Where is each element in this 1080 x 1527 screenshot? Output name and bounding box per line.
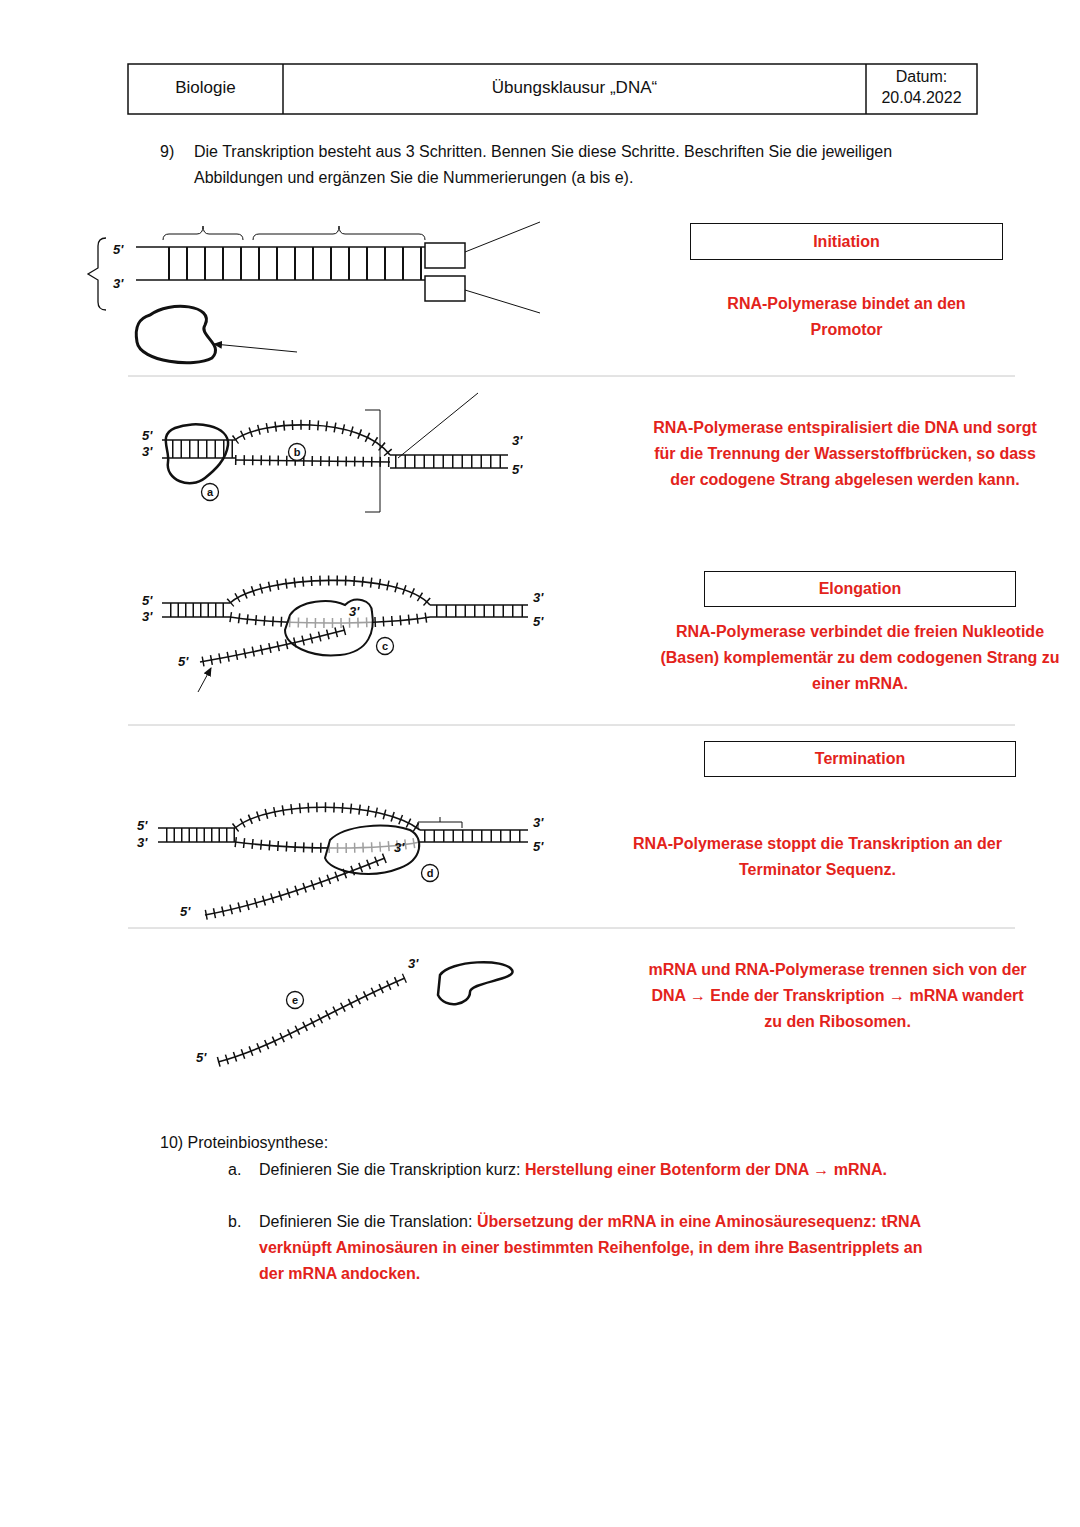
- answer-text: RNA-Polymerase bindet an den Promotor: [690, 291, 1003, 343]
- strand-end: 3': [533, 815, 543, 831]
- step-box: Elongation: [704, 571, 1016, 607]
- callout-letter: a: [202, 484, 218, 500]
- answer-text: RNA-Polymerase stoppt die Transkription …: [610, 831, 1025, 883]
- answer-text: mRNA und RNA-Polymerase trennen sich von…: [645, 957, 1030, 1035]
- step-box: Termination: [704, 741, 1016, 777]
- header-cell: Biologie: [128, 75, 283, 101]
- question-text: 10) Proteinbiosynthese:: [160, 1130, 328, 1156]
- question-line: Definieren Sie die Transkription kurz: H…: [259, 1157, 919, 1183]
- strand-end: 3': [512, 433, 522, 449]
- strand-end: 5': [512, 462, 522, 478]
- strand-end: 5': [137, 818, 147, 834]
- answer-text: RNA-Polymerase verbindet die freien Nukl…: [655, 619, 1065, 697]
- strand-end: 5': [113, 242, 123, 258]
- question-number: 9): [160, 139, 174, 165]
- step-box: Initiation: [690, 223, 1003, 260]
- strand-end: 5': [533, 614, 543, 630]
- strand-end: 3': [533, 590, 543, 606]
- question-text: Definieren Sie die Transkription kurz:: [259, 1161, 520, 1178]
- answer-text: RNA-Polymerase entspiralisiert die DNA u…: [650, 415, 1040, 493]
- strand-end: 3': [394, 840, 404, 856]
- callout-letter: e: [287, 992, 303, 1008]
- callout-letter: b: [289, 444, 305, 460]
- step-name: Initiation: [813, 233, 880, 251]
- strand-end: 3': [113, 276, 123, 292]
- header-cell: Datum: 20.04.2022: [868, 66, 975, 108]
- page-title: Übungsklausur „DNA“: [283, 75, 866, 101]
- strand-end: 5': [178, 654, 188, 670]
- callout-letter: c: [377, 638, 393, 654]
- question-text: Definieren Sie die Translation:: [259, 1213, 472, 1230]
- step-name: Termination: [815, 750, 905, 768]
- answer-text: Herstellung einer Botenform der DNA → mR…: [525, 1161, 887, 1178]
- strand-end: 3': [137, 835, 147, 851]
- question-line: Definieren Sie die Translation: Übersetz…: [259, 1209, 949, 1287]
- callout-letter: d: [422, 865, 438, 881]
- strand-end: 5': [196, 1050, 206, 1066]
- question-text: Die Transkription besteht aus 3 Schritte…: [194, 139, 914, 191]
- strand-end: 5': [142, 593, 152, 609]
- strand-end: 5': [180, 904, 190, 920]
- strand-end: 3': [142, 444, 152, 460]
- step-name: Elongation: [819, 580, 902, 598]
- strand-end: 3': [349, 604, 359, 620]
- strand-end: 5': [142, 428, 152, 444]
- strand-end: 3': [408, 956, 418, 972]
- item-letter: a.: [228, 1157, 241, 1183]
- strand-end: 5': [533, 839, 543, 855]
- strand-end: 3': [142, 609, 152, 625]
- item-letter: b.: [228, 1209, 241, 1235]
